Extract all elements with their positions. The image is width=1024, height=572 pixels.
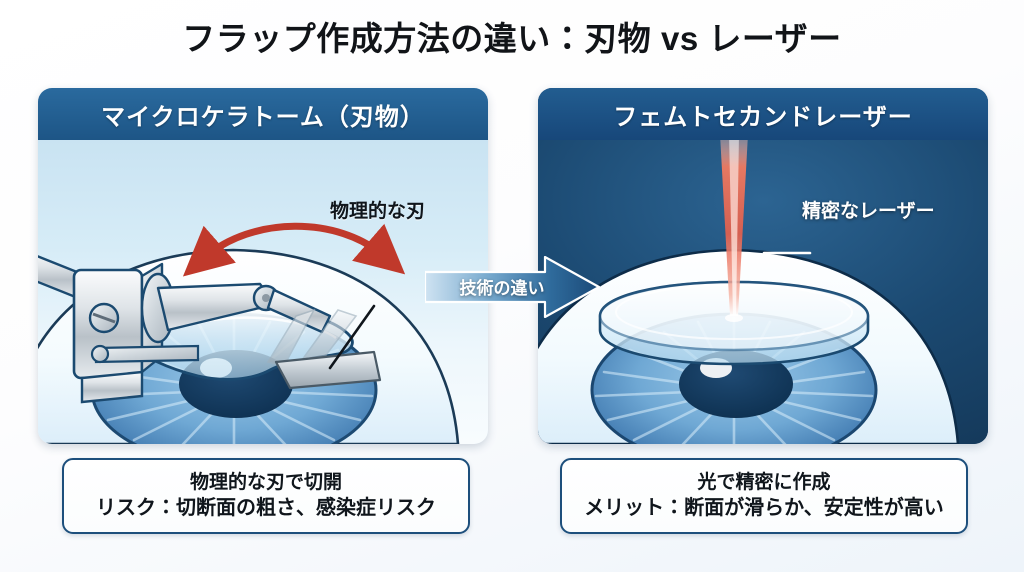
page-title: フラップ作成方法の違い：刃物 vs レーザー [182, 20, 842, 57]
callout-physical-blade: 物理的な刃 [330, 201, 426, 222]
microkeratome-device [38, 255, 332, 404]
caption-femtosecond: 光で精密に作成 メリット：断面が滑らか、安定性が高い [560, 458, 968, 534]
caption-line-2: リスク：切断面の粗さ、感染症リスク [96, 496, 436, 519]
panel-microkeratome: マイクロケラトーム（刃物） [38, 88, 488, 444]
blade-leader-line [328, 304, 376, 370]
panel-femtosecond: フェムトセカンドレーザー [538, 88, 988, 444]
caption-line-1: 物理的な刃で切開 [189, 472, 342, 494]
caption-line-1: 光で精密に作成 [697, 472, 831, 494]
panel-header-microkeratome: マイクロケラトーム（刃物） [38, 88, 488, 140]
transition-arrow: 技術の違い [423, 255, 601, 319]
microkeratome-illustration [38, 222, 460, 444]
callout-precise-laser: 精密なレーザー [802, 201, 935, 222]
caption-line-2: メリット：断面が滑らか、安定性が高い [584, 496, 944, 519]
panel-body-femtosecond [538, 140, 988, 444]
laser-cone-icon [720, 140, 748, 322]
arrow-right-icon [423, 255, 601, 319]
femtosecond-illustration [538, 140, 960, 444]
caption-microkeratome: 物理的な刃で切開 リスク：切断面の粗さ、感染症リスク [62, 458, 470, 534]
blade-active [274, 350, 382, 390]
panel-header-femtosecond: フェムトセカンドレーザー [538, 88, 988, 140]
oscillation-arc-arrow-icon [182, 222, 406, 277]
panel-body-microkeratome [38, 140, 488, 444]
